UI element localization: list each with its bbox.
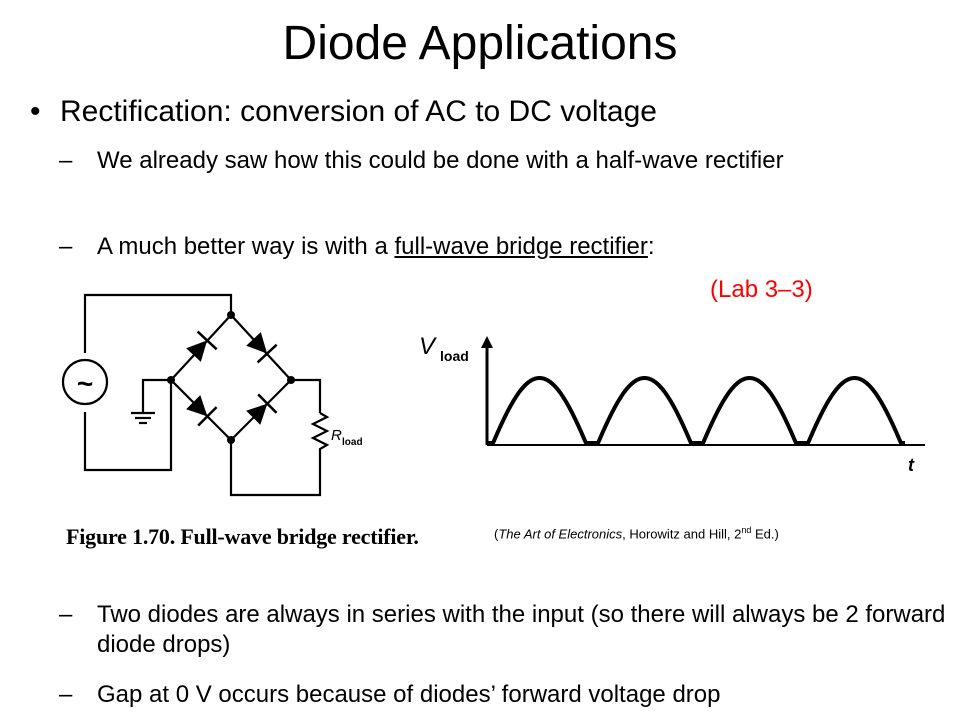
dash-marker: – — [59, 601, 73, 628]
resistor-subscript: load — [342, 437, 363, 448]
sub-item-text: A much better way is with a full-wave br… — [97, 232, 909, 262]
diode-upper-left-icon — [186, 330, 218, 362]
dash-marker: – — [59, 233, 73, 260]
y-axis-arrow-icon — [481, 336, 493, 348]
dash-marker: – — [59, 681, 73, 708]
dash-marker: – — [59, 147, 73, 174]
x-axis-label: t — [908, 455, 915, 475]
sub-item-text: Two diodes are always in series with the… — [97, 601, 946, 658]
rectified-waveform-plot: V load t — [419, 333, 925, 475]
resistor-label: R — [331, 427, 342, 444]
main-bullet: • Rectification: conversion of AC to DC v… — [30, 92, 657, 132]
ground-wire — [141, 378, 171, 413]
citation-authors: , Horowitz and Hill, 2 — [622, 526, 742, 542]
source-top-wire — [83, 293, 233, 353]
junction-dot-right — [287, 376, 295, 384]
junction-dot-left — [167, 376, 175, 384]
citation-book: The Art of Electronics — [498, 526, 623, 542]
sub-item-half-wave: – We already saw how this could be done … — [59, 146, 909, 176]
ac-source-icon — [61, 358, 109, 406]
sub-item-text: We already saw how this could be done wi… — [97, 147, 784, 174]
y-axis-label: V — [419, 333, 437, 360]
y-axis-subscript: load — [440, 348, 469, 364]
citation-sup: nd — [741, 525, 752, 535]
junction-dot-top — [227, 311, 235, 319]
junction-dot-bottom — [227, 436, 235, 444]
citation: (The Art of Electronics, Horowitz and Hi… — [494, 525, 779, 541]
load-bottom-wire — [229, 440, 322, 497]
sub-item-bridge: – A much better way is with a full-wave … — [59, 232, 909, 262]
sub-item-text: Gap at 0 V occurs because of diodes’ for… — [97, 681, 721, 708]
sub-item-text-before: A much better way is with a — [97, 233, 395, 260]
bullet-marker: • — [30, 95, 41, 128]
rectified-waveform-line — [487, 376, 905, 445]
sub-item-series-diodes: – Two diodes are always in series with t… — [59, 600, 959, 660]
sub-item-text-after: : — [647, 233, 655, 260]
lab-note: (Lab 3–3) — [710, 276, 813, 303]
diode-upper-right-icon — [246, 332, 278, 364]
slide-title: Diode Applications — [282, 17, 678, 70]
sub-item-gap: – Gap at 0 V occurs because of diodes’ f… — [59, 680, 959, 710]
load-top-wire — [291, 378, 322, 413]
ac-source-symbol: ~ — [77, 368, 93, 399]
load-resistor — [310, 412, 330, 453]
source-bottom-wire — [83, 380, 173, 472]
citation-end: Ed.) — [751, 526, 779, 542]
figure-caption: Figure 1.70. Full-wave bridge rectifier. — [66, 524, 419, 549]
underlined-term: full-wave bridge rectifier — [394, 233, 648, 260]
bridge-rectifier-circuit: ~ R load — [61, 293, 363, 497]
main-bullet-text: Rectification: conversion of AC to DC vo… — [60, 95, 657, 128]
citation-open: ( — [494, 526, 499, 542]
